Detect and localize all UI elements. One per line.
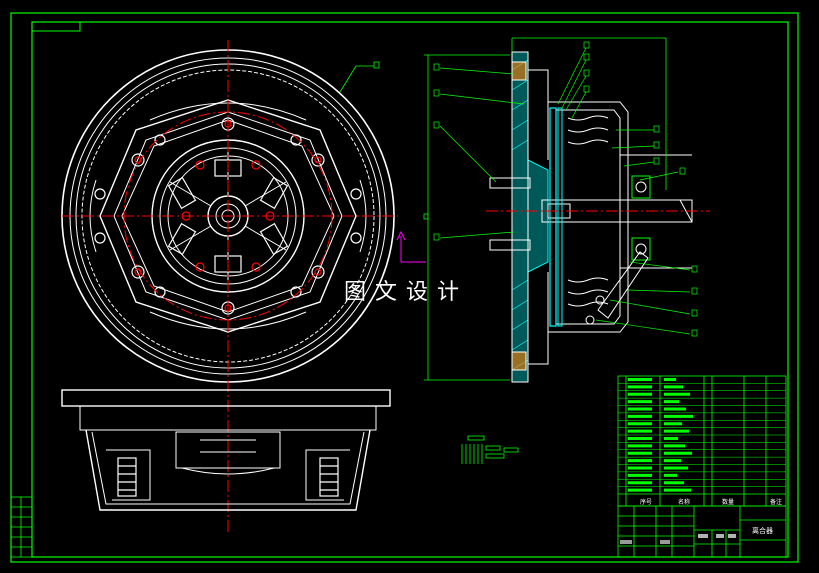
watermark-text: 图文设计 <box>344 280 469 305</box>
sheet-label: 离合器 <box>752 527 773 535</box>
parts-row-code <box>628 481 652 485</box>
ucs-axis-icon <box>396 230 426 263</box>
parts-row-text <box>664 437 678 440</box>
parts-row-text <box>664 466 688 470</box>
parts-footer-qty: 数量 <box>722 499 735 506</box>
parts-list <box>617 375 787 507</box>
parts-row-text <box>664 444 685 448</box>
parts-row-code <box>628 429 652 433</box>
parts-rows <box>618 378 786 492</box>
parts-row-text <box>664 451 692 455</box>
parts-row-text <box>664 414 693 418</box>
parts-row-code <box>628 414 652 418</box>
dimension-lines <box>423 37 667 381</box>
parts-row-code <box>628 422 652 426</box>
parts-row-text <box>664 481 684 485</box>
pressure-cover <box>99 99 357 333</box>
title-block <box>617 505 787 558</box>
parts-row-code <box>628 473 652 477</box>
section-view <box>486 51 710 383</box>
parts-row-code <box>628 451 652 455</box>
front-leader <box>339 61 380 93</box>
inner-border <box>31 21 789 558</box>
parts-row-code <box>628 400 652 404</box>
parts-row-text <box>664 459 681 463</box>
parts-row-text <box>664 473 677 477</box>
parts-footer-note: 备注 <box>770 499 783 506</box>
parts-footer-name: 名称 <box>678 499 691 506</box>
parts-row-code <box>628 378 652 381</box>
parts-row-text <box>664 407 686 411</box>
parts-row-text <box>664 429 689 433</box>
part-balloons <box>433 41 698 337</box>
tech-notes <box>461 435 519 464</box>
front-centerlines <box>62 40 398 532</box>
parts-row-text <box>664 400 679 404</box>
revision-block <box>10 496 33 558</box>
parts-row-code <box>628 466 652 470</box>
parts-row-text <box>664 488 691 492</box>
parts-row-code <box>628 437 652 440</box>
parts-row-code <box>628 385 652 389</box>
outer-border <box>10 12 799 563</box>
parts-row-text <box>664 422 682 426</box>
bottom-view <box>61 389 391 511</box>
parts-row-code <box>628 392 652 396</box>
parts-row-text <box>664 385 683 389</box>
parts-row-text <box>664 378 676 381</box>
parts-row-text <box>664 392 690 396</box>
parts-row-code <box>628 444 652 448</box>
parts-footer-no: 序号 <box>640 499 653 506</box>
corner-tag <box>31 21 81 32</box>
parts-row-code <box>628 488 652 492</box>
parts-row-code <box>628 407 652 411</box>
parts-row-code <box>628 459 652 463</box>
